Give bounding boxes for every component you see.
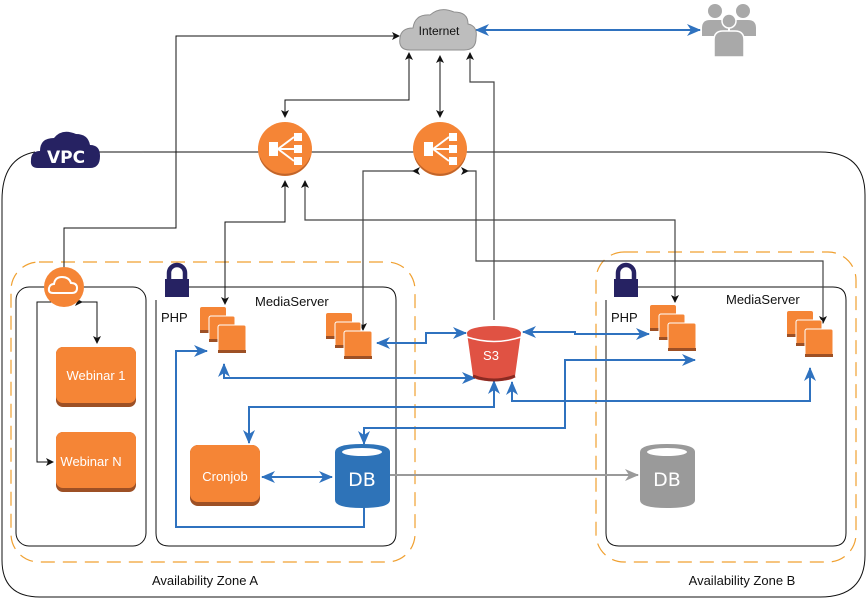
edge-s3-php-b bbox=[522, 326, 650, 340]
mediaserver-label-a: MediaServer bbox=[255, 294, 329, 309]
zone-b-private-subnet bbox=[605, 286, 847, 547]
cloud-icon bbox=[47, 275, 79, 294]
edge-media-b-s3 bbox=[506, 367, 816, 402]
cloudfront-node bbox=[44, 267, 84, 307]
vpc-badge: VPC bbox=[30, 131, 101, 168]
edge-media-a-s3 bbox=[376, 327, 467, 349]
webinar-1-node: Webinar 1 bbox=[56, 347, 136, 407]
edge-php-a-db-a bbox=[175, 345, 370, 528]
db-primary-node: DB bbox=[335, 444, 390, 508]
php-label-b: PHP bbox=[611, 310, 638, 325]
lock-icon bbox=[614, 265, 638, 297]
mediaserver-label-b: MediaServer bbox=[726, 292, 800, 307]
db-primary-label: DB bbox=[348, 469, 376, 491]
edge-php-a-s3 bbox=[218, 363, 476, 384]
load-balancer-icon bbox=[412, 121, 468, 177]
cronjob-node: Cronjob bbox=[190, 445, 260, 506]
db-replica-label: DB bbox=[653, 469, 681, 491]
edge-lb2-media-b bbox=[461, 167, 827, 324]
edge-internet-cloudfront bbox=[60, 32, 400, 284]
edge-s3-cronjob bbox=[243, 380, 500, 444]
ec2-instances-icon bbox=[649, 304, 697, 352]
edge-cloudfront-webinar-1 bbox=[75, 298, 101, 344]
edge-lb1-php-a bbox=[221, 180, 289, 305]
zone-a-label: Availability Zone A bbox=[152, 573, 258, 588]
ec2-instances-icon bbox=[325, 312, 373, 360]
edge-lb2-media-a bbox=[359, 167, 420, 331]
database-icon bbox=[640, 444, 695, 508]
edge-internet-lb1 bbox=[281, 52, 413, 118]
webinar-1-label: Webinar 1 bbox=[66, 368, 125, 383]
lock-icon bbox=[165, 265, 189, 297]
webinar-n-label: Webinar N bbox=[60, 454, 121, 469]
ec2-instances-icon bbox=[199, 306, 247, 354]
database-icon bbox=[335, 444, 390, 508]
users-group-icon bbox=[702, 4, 756, 58]
cloud-icon bbox=[30, 131, 101, 168]
vpc-label: VPC bbox=[47, 148, 85, 168]
edge-s3-internet bbox=[466, 52, 495, 320]
edge-cloudfront-webinar-n bbox=[36, 298, 59, 466]
s3-bucket-icon bbox=[467, 333, 521, 381]
cronjob-label: Cronjob bbox=[202, 469, 248, 484]
php-label-a: PHP bbox=[161, 310, 188, 325]
edge-php-b-db-a bbox=[358, 354, 696, 445]
internet-node: Internet bbox=[399, 9, 477, 51]
db-replica-node: DB bbox=[640, 444, 695, 508]
s3-node: S3 bbox=[466, 326, 522, 382]
webinar-subnet bbox=[15, 286, 147, 547]
webinar-n-node: Webinar N bbox=[56, 432, 136, 492]
ec2-instances-icon bbox=[786, 310, 834, 358]
internet-label: Internet bbox=[419, 24, 460, 38]
s3-label: S3 bbox=[483, 348, 499, 363]
vpc-boundary bbox=[1, 151, 866, 598]
cloud-icon bbox=[399, 9, 477, 51]
load-balancer-icon bbox=[257, 121, 313, 177]
zone-b-label: Availability Zone B bbox=[689, 573, 796, 588]
